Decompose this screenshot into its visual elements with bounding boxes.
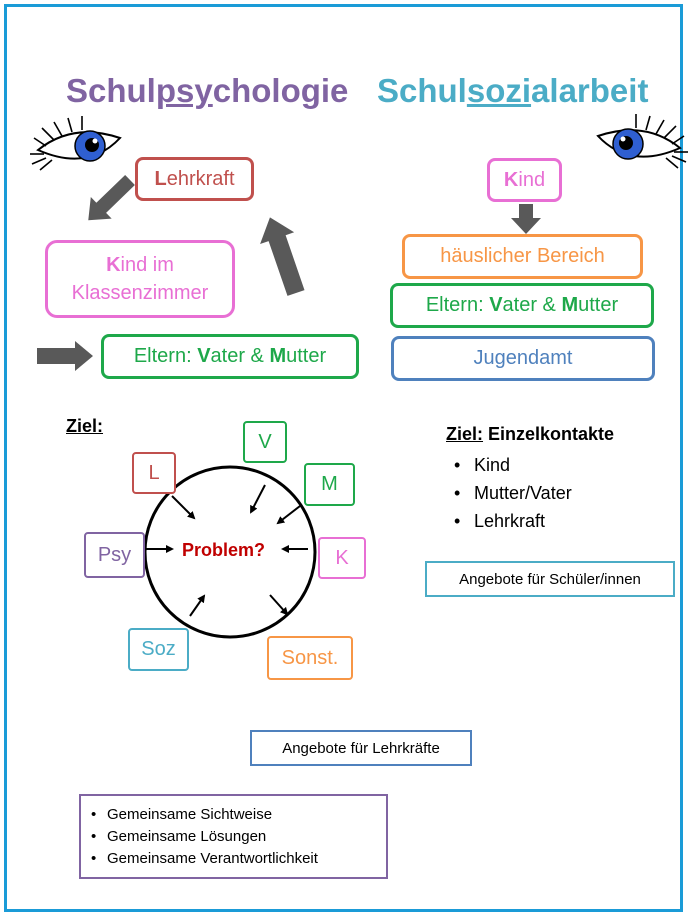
node-soz: Soz	[128, 628, 189, 671]
arrow-lehrkraft-to-kind	[88, 174, 135, 221]
jugendamt-box: Jugendamt	[391, 336, 655, 381]
eye-icon	[30, 116, 122, 171]
list-item: Lehrkraft	[448, 507, 572, 535]
page-frame	[4, 4, 683, 912]
list-item: Gemeinsame Sichtweise	[87, 804, 380, 826]
eye-icon	[596, 114, 688, 169]
node-m: M	[304, 463, 355, 506]
eltern-box-left: Eltern: Vater & Mutter	[101, 334, 359, 379]
node-k: K	[318, 537, 366, 579]
arrow-eltern-to-lehrkraft	[260, 217, 305, 296]
gemeinsam-box: Gemeinsame Sichtweise Gemeinsame Lösunge…	[79, 794, 388, 879]
angebote-lehrkraefte-box: Angebote für Lehrkräfte	[250, 730, 472, 766]
node-v: V	[243, 421, 287, 463]
node-l: L	[132, 452, 176, 494]
ziel-label-left: Ziel:	[66, 416, 104, 436]
node-sonst: Sonst.	[267, 636, 353, 680]
kind-box-right: Kind	[487, 158, 562, 202]
arrow-kind-to-haeuslich	[511, 204, 541, 234]
list-item: Gemeinsame Lösungen	[87, 826, 380, 848]
einzelkontakte-list: Kind Mutter/Vater Lehrkraft	[448, 451, 572, 535]
ziel-einzelkontakte: Ziel: Einzelkontakte	[446, 424, 615, 444]
problem-circle	[143, 465, 317, 639]
haeuslicher-bereich-box: häuslicher Bereich	[402, 234, 643, 279]
gemeinsam-list: Gemeinsame Sichtweise Gemeinsame Lösunge…	[87, 804, 380, 870]
arrow-into-eltern	[37, 341, 93, 371]
node-psy: Psy	[84, 532, 145, 578]
list-item: Kind	[448, 451, 572, 479]
eltern-box-right: Eltern: Vater & Mutter	[390, 283, 654, 328]
inward-arrows	[145, 484, 308, 617]
title-schulsozialarbeit: Schulsozialarbeit	[377, 72, 649, 109]
list-item: Mutter/Vater	[448, 479, 572, 507]
lehrkraft-box: Lehrkraft	[135, 157, 254, 201]
list-item: Gemeinsame Verantwortlichkeit	[87, 848, 380, 870]
angebote-schueler-box: Angebote für Schüler/innen	[425, 561, 675, 597]
title-schulpsychologie: Schulpsychologie	[66, 72, 349, 109]
problem-label: Problem?	[182, 540, 266, 560]
